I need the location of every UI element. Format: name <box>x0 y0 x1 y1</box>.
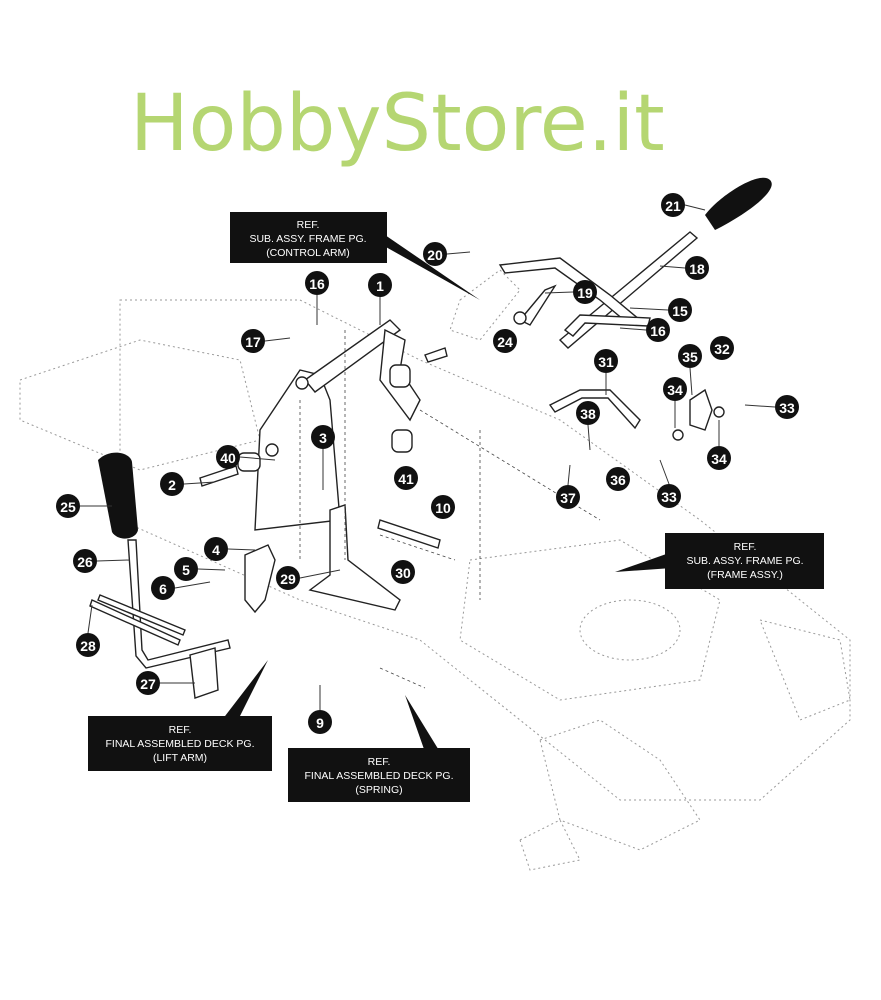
callout-25: 25 <box>56 494 80 518</box>
callout-4: 4 <box>204 537 228 561</box>
svg-text:38: 38 <box>580 406 596 422</box>
svg-text:4: 4 <box>212 542 220 558</box>
svg-text:SUB. ASSY. FRAME PG.: SUB. ASSY. FRAME PG. <box>249 233 366 245</box>
handle-grip-21 <box>705 177 772 230</box>
callout-33: 33 <box>657 484 681 508</box>
callout-33: 33 <box>775 395 799 419</box>
svg-text:(SPRING): (SPRING) <box>355 784 402 796</box>
svg-text:REF.: REF. <box>734 541 757 553</box>
svg-text:32: 32 <box>714 341 730 357</box>
svg-text:28: 28 <box>80 638 96 654</box>
svg-text:18: 18 <box>689 261 705 277</box>
svg-text:25: 25 <box>60 499 76 515</box>
reference-spring: REF. FINAL ASSEMBLED DECK PG. (SPRING) <box>288 695 470 802</box>
callout-15: 15 <box>668 298 692 322</box>
callout-16: 16 <box>305 271 329 295</box>
callout-34: 34 <box>663 377 687 401</box>
svg-text:34: 34 <box>667 382 683 398</box>
callout-35: 35 <box>678 344 702 368</box>
callout-5: 5 <box>174 557 198 581</box>
svg-text:41: 41 <box>398 471 414 487</box>
svg-text:1: 1 <box>376 278 384 294</box>
svg-text:33: 33 <box>661 489 677 505</box>
svg-text:(FRAME ASSY.): (FRAME ASSY.) <box>707 569 783 581</box>
callout-17: 17 <box>241 329 265 353</box>
svg-text:(LIFT ARM): (LIFT ARM) <box>153 752 207 764</box>
callout-16: 16 <box>646 318 670 342</box>
callout-2: 2 <box>160 472 184 496</box>
svg-text:(CONTROL ARM): (CONTROL ARM) <box>266 247 350 259</box>
svg-text:15: 15 <box>672 303 688 319</box>
callout-18: 18 <box>685 256 709 280</box>
callout-40: 40 <box>216 445 240 469</box>
svg-text:24: 24 <box>497 334 513 350</box>
svg-text:6: 6 <box>159 581 167 597</box>
svg-text:34: 34 <box>711 451 727 467</box>
svg-text:REF.: REF. <box>368 756 391 768</box>
callout-37: 37 <box>556 485 580 509</box>
svg-text:30: 30 <box>395 565 411 581</box>
parts <box>89 177 772 699</box>
svg-text:FINAL ASSEMBLED DECK PG.: FINAL ASSEMBLED DECK PG. <box>305 770 454 782</box>
svg-text:21: 21 <box>665 198 681 214</box>
callout-27: 27 <box>136 671 160 695</box>
reference-control-arm: REF. SUB. ASSY. FRAME PG. (CONTROL ARM) <box>230 212 480 300</box>
callout-6: 6 <box>151 576 175 600</box>
reference-frame-assy: REF. SUB. ASSY. FRAME PG. (FRAME ASSY.) <box>615 533 824 589</box>
handle-grip-25 <box>98 452 138 539</box>
reference-lift-arm: REF. FINAL ASSEMBLED DECK PG. (LIFT ARM) <box>88 660 272 771</box>
callout-30: 30 <box>391 560 415 584</box>
callout-28: 28 <box>76 633 100 657</box>
callout-21: 21 <box>661 193 685 217</box>
callout-41: 41 <box>394 466 418 490</box>
callout-9: 9 <box>308 710 332 734</box>
svg-text:SUB. ASSY. FRAME PG.: SUB. ASSY. FRAME PG. <box>686 555 803 567</box>
svg-text:40: 40 <box>220 450 236 466</box>
watermark: HobbyStore.it <box>130 79 665 169</box>
svg-text:2: 2 <box>168 477 176 493</box>
callout-20: 20 <box>423 242 447 266</box>
callout-26: 26 <box>73 549 97 573</box>
callout-38: 38 <box>576 401 600 425</box>
svg-text:36: 36 <box>610 472 626 488</box>
svg-text:26: 26 <box>77 554 93 570</box>
svg-text:16: 16 <box>650 323 666 339</box>
svg-text:3: 3 <box>319 430 327 446</box>
svg-text:29: 29 <box>280 571 296 587</box>
svg-text:REF.: REF. <box>297 219 320 231</box>
callout-29: 29 <box>276 566 300 590</box>
leader-lines <box>80 204 776 710</box>
callout-36: 36 <box>606 467 630 491</box>
callout-31: 31 <box>594 349 618 373</box>
svg-text:10: 10 <box>435 500 451 516</box>
svg-text:33: 33 <box>779 400 795 416</box>
callout-1: 1 <box>368 273 392 297</box>
svg-text:REF.: REF. <box>169 724 192 736</box>
svg-text:FINAL ASSEMBLED DECK PG.: FINAL ASSEMBLED DECK PG. <box>106 738 255 750</box>
svg-text:17: 17 <box>245 334 261 350</box>
svg-text:27: 27 <box>140 676 156 692</box>
callout-3: 3 <box>311 425 335 449</box>
callout-32: 32 <box>710 336 734 360</box>
svg-text:20: 20 <box>427 247 443 263</box>
svg-text:19: 19 <box>577 285 593 301</box>
svg-text:9: 9 <box>316 715 324 731</box>
callout-19: 19 <box>573 280 597 304</box>
callout-24: 24 <box>493 329 517 353</box>
svg-text:16: 16 <box>309 276 325 292</box>
svg-text:5: 5 <box>182 562 190 578</box>
svg-text:31: 31 <box>598 354 614 370</box>
callout-10: 10 <box>431 495 455 519</box>
svg-text:35: 35 <box>682 349 698 365</box>
svg-text:37: 37 <box>560 490 576 506</box>
callout-34: 34 <box>707 446 731 470</box>
